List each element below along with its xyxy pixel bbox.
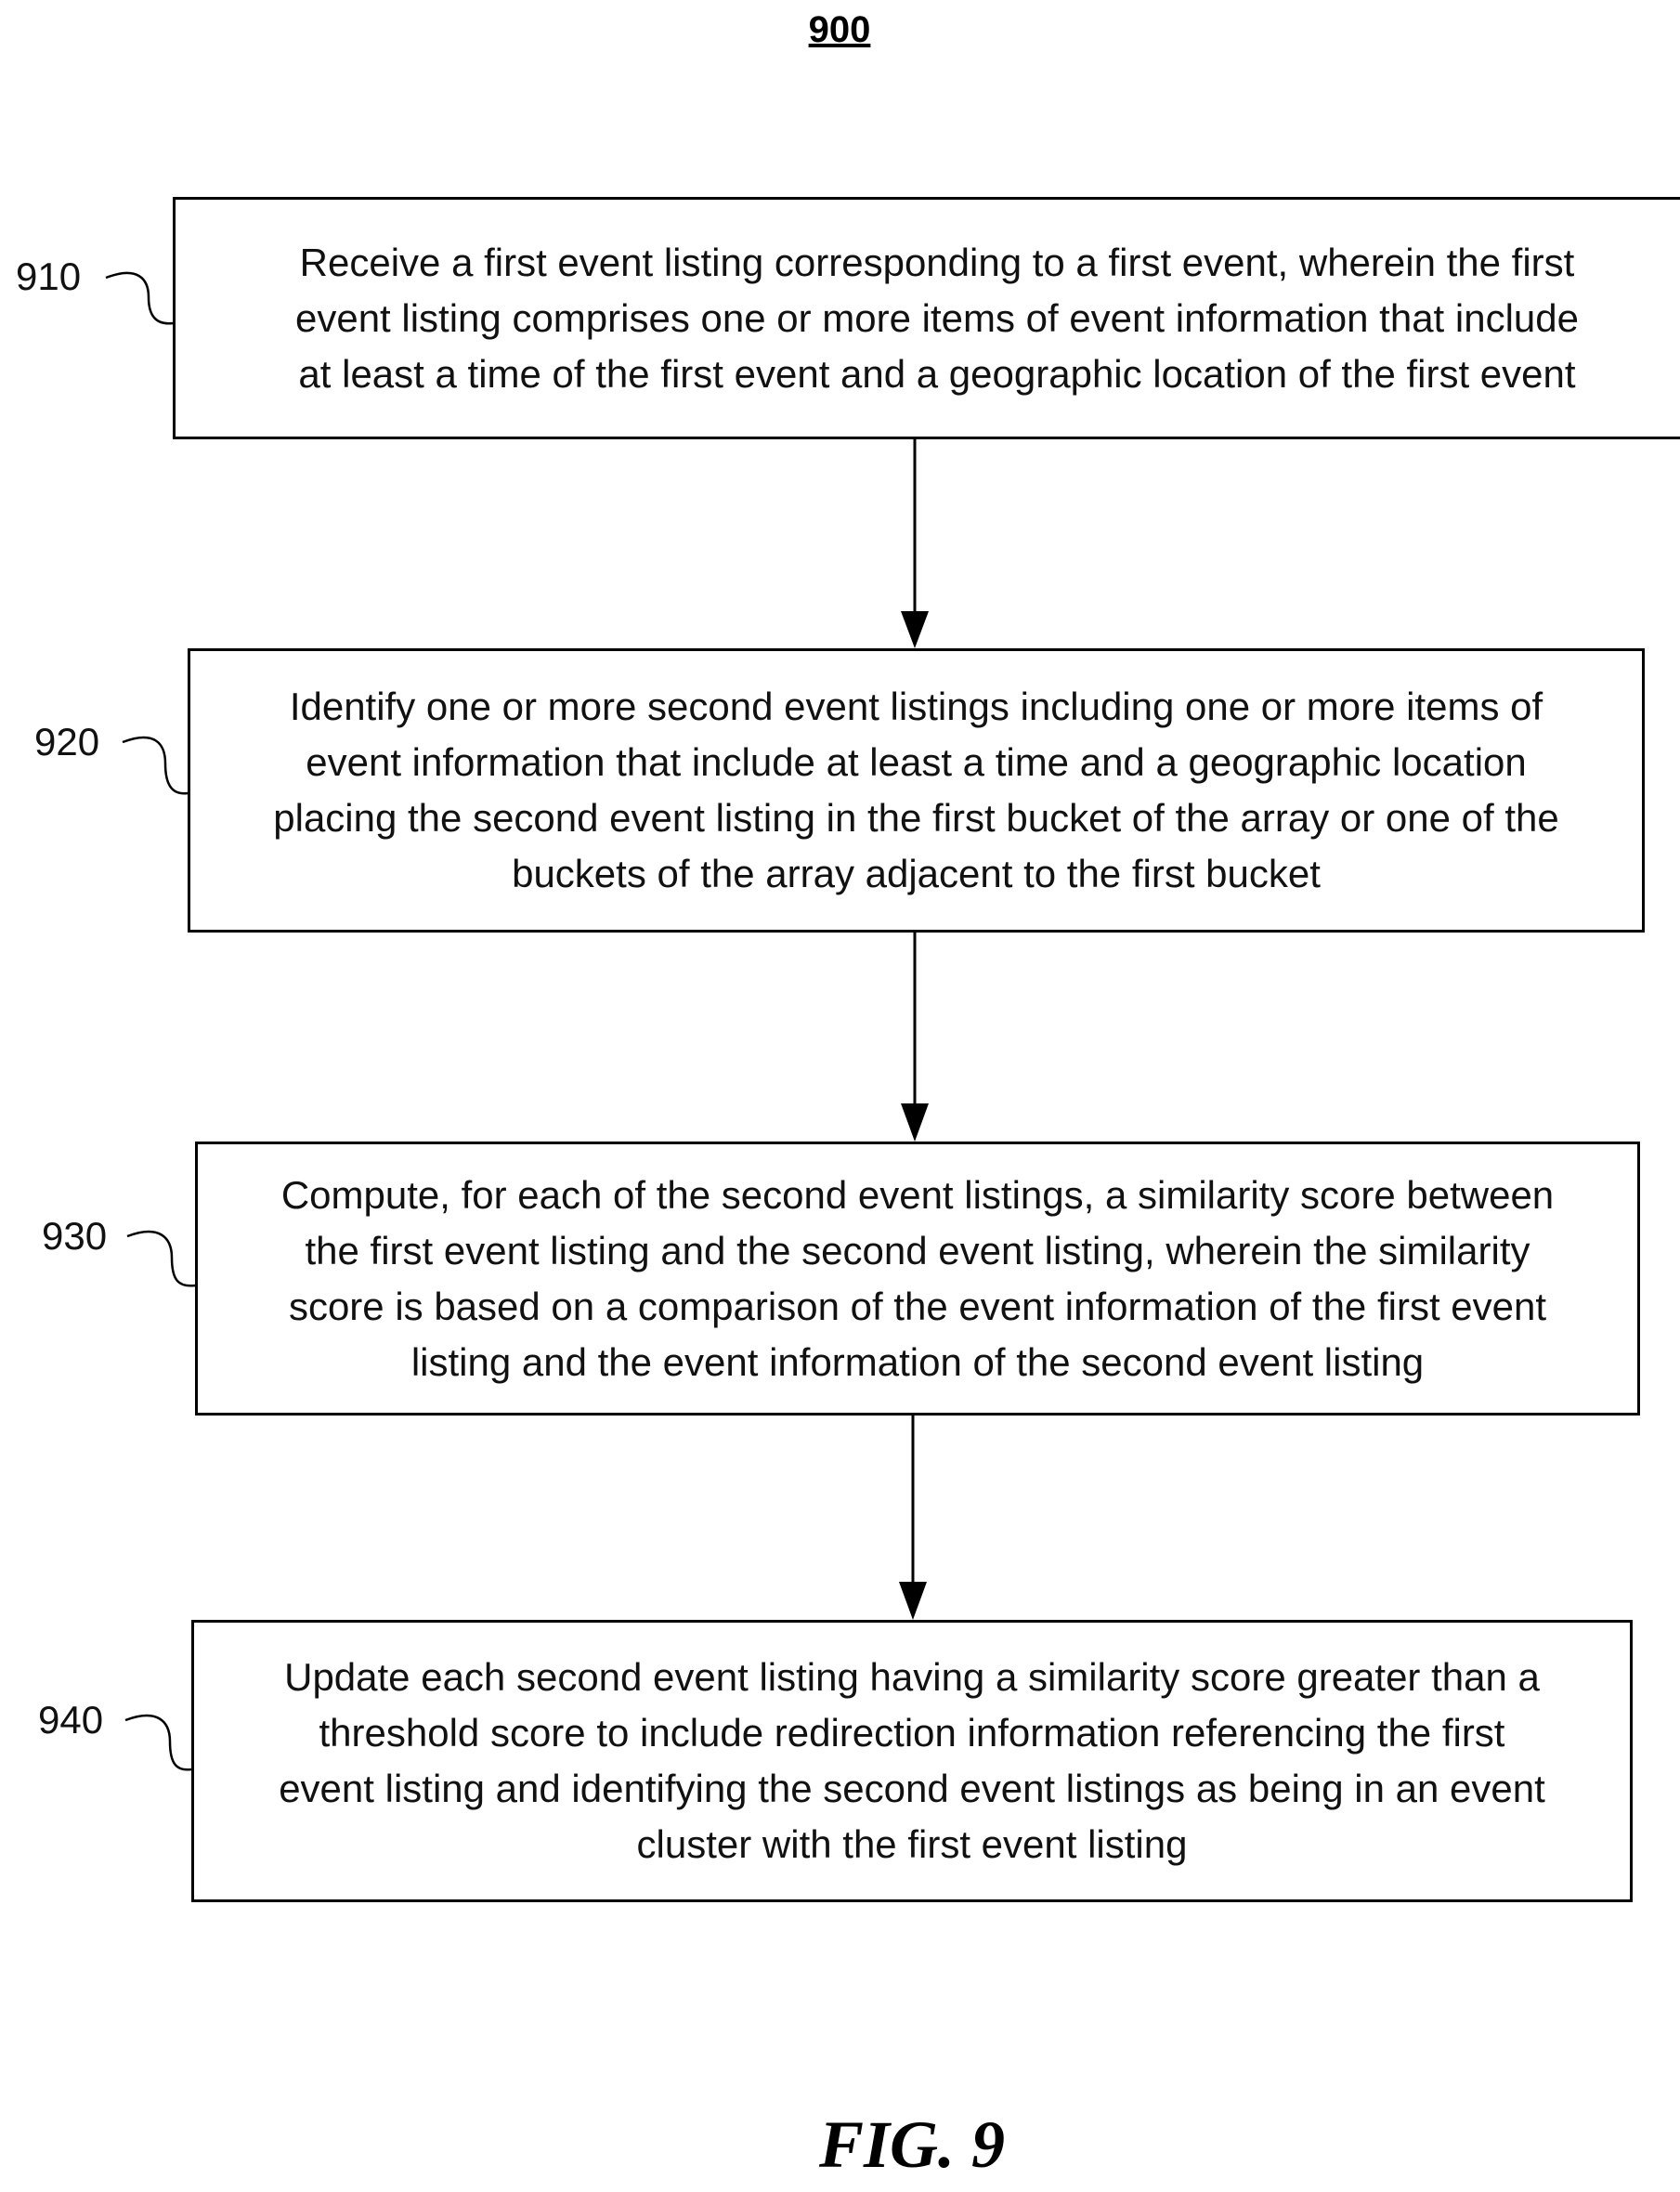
figure-caption: FIG. 9 <box>819 2107 1005 2184</box>
step-line: Receive a first event listing correspond… <box>176 235 1680 291</box>
flow-arrow-930-940-head <box>899 1582 927 1620</box>
step-line: Update each second event listing having … <box>194 1650 1630 1705</box>
step-line: event information that include at least … <box>190 735 1642 790</box>
step-text-910: Receive a first event listing correspond… <box>176 235 1680 402</box>
step-line: Identify one or more second event listin… <box>190 679 1642 735</box>
step-text-940: Update each second event listing having … <box>194 1650 1630 1872</box>
ref-leader-940 <box>125 1716 191 1769</box>
step-line: Compute, for each of the second event li… <box>198 1168 1637 1223</box>
step-ref-930: 930 <box>42 1214 107 1259</box>
flow-arrow-910-920-head <box>901 611 929 648</box>
step-box-930: Compute, for each of the second event li… <box>195 1142 1640 1416</box>
step-line: score is based on a comparison of the ev… <box>198 1279 1637 1335</box>
step-ref-910: 910 <box>16 254 81 299</box>
step-ref-940: 940 <box>38 1698 103 1742</box>
step-line: placing the second event listing in the … <box>190 790 1642 846</box>
step-line: at least a time of the first event and a… <box>176 346 1680 402</box>
step-box-910: Receive a first event listing correspond… <box>173 197 1680 439</box>
flow-arrow-920-930-head <box>901 1103 929 1142</box>
ref-leader-910 <box>106 273 173 323</box>
step-box-940: Update each second event listing having … <box>191 1620 1633 1902</box>
step-line: cluster with the first event listing <box>194 1817 1630 1872</box>
ref-leader-920 <box>123 737 188 793</box>
ref-leader-930 <box>127 1232 195 1285</box>
step-text-920: Identify one or more second event listin… <box>190 679 1642 902</box>
step-box-920: Identify one or more second event listin… <box>188 648 1645 933</box>
step-text-930: Compute, for each of the second event li… <box>198 1168 1637 1390</box>
step-ref-920: 920 <box>34 720 99 764</box>
step-line: listing and the event information of the… <box>198 1335 1637 1390</box>
step-line: event listing and identifying the second… <box>194 1761 1630 1817</box>
step-line: threshold score to include redirection i… <box>194 1705 1630 1761</box>
step-line: buckets of the array adjacent to the fir… <box>190 846 1642 902</box>
step-line: the first event listing and the second e… <box>198 1223 1637 1279</box>
step-line: event listing comprises one or more item… <box>176 291 1680 346</box>
